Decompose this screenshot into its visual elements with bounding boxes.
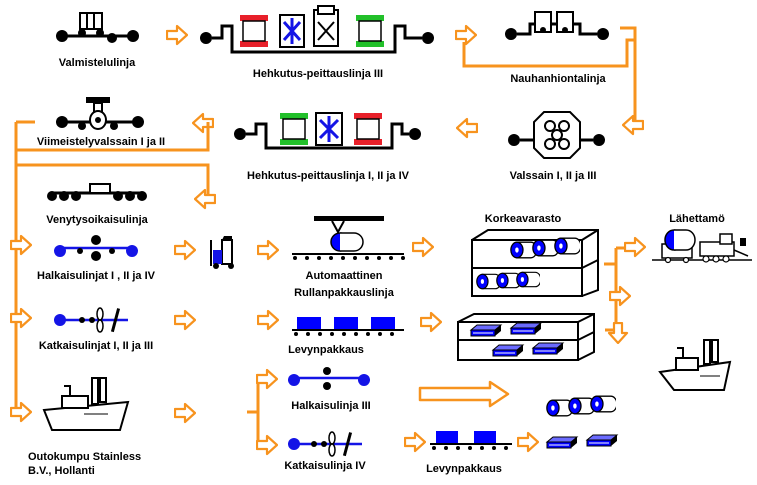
arrow-right-icon: [404, 431, 426, 453]
label-outokumpu-1: Outokumpu Stainless: [28, 451, 142, 463]
katkaisu-123-machine-icon: [54, 307, 128, 333]
arrow-right-icon: [256, 434, 278, 456]
label-katkaisu-123: Katkaisulinjat I, II ja III: [38, 340, 154, 352]
label-levynpakkaus-mid: Levynpakkaus: [288, 344, 364, 356]
arrow-right-icon: [257, 239, 279, 261]
arrow-right-icon: [257, 309, 279, 331]
sheet-stack-icon: [546, 436, 578, 449]
arrow-right-icon: [455, 24, 477, 46]
arrow-right-icon: [174, 309, 196, 331]
nauhanhionta-machine-icon: [505, 11, 609, 40]
arrow-right-icon: [412, 236, 434, 258]
rullanpakkaus-machine-icon: [292, 216, 405, 260]
katkaisu-4-machine-icon: [288, 431, 362, 457]
label-katkaisu-4: Katkaisulinja IV: [284, 460, 366, 472]
arrow-left-icon: [194, 188, 216, 210]
flow-line-right: [462, 26, 637, 123]
arrow-down-icon: [607, 322, 629, 344]
halkaisu-3-machine-icon: [288, 367, 370, 390]
hehkutus-124-machine-icon: [234, 112, 421, 150]
label-viimeistely: Viimeistelyvalssain I ja II: [36, 136, 166, 148]
valssain-machine-icon: [508, 111, 605, 159]
arrow-right-icon: [10, 401, 32, 423]
label-automaattinen: Automaattinen: [305, 270, 383, 282]
arrow-right-icon: [517, 431, 539, 453]
label-nauhanhionta: Nauhanhiontalinja: [510, 73, 606, 85]
ship-icon: [658, 339, 732, 391]
label-venytys: Venytysoikaisulinja: [46, 214, 148, 226]
long-arrow-right-icon: [418, 380, 510, 408]
halkaisu-124-machine-icon: [54, 235, 138, 261]
flow-line-left: [14, 120, 210, 412]
sheet-rack-icon: [457, 313, 595, 361]
sheet-stack-icon: [586, 434, 618, 447]
hehkutus-iii-machine-icon: [200, 5, 434, 54]
forklift-icon: [210, 236, 234, 269]
label-outokumpu-2: B.V., Hollanti: [28, 465, 95, 477]
label-valmistelulinja: Valmistelulinja: [58, 57, 136, 69]
label-rullanpakkaus: Rullanpakkauslinja: [294, 287, 394, 299]
levynpakkaus-machine-icon: [292, 317, 404, 336]
arrow-left-icon: [192, 112, 214, 134]
arrow-left-icon: [456, 117, 478, 139]
arrow-right-icon: [609, 285, 631, 307]
arrow-right-icon: [166, 24, 188, 46]
viimeistely-machine-icon: [56, 97, 144, 130]
sheet-stack-icon: [532, 342, 564, 355]
venytys-machine-icon: [47, 183, 147, 201]
flow-line-lower: [247, 378, 260, 445]
coil-icon: [590, 395, 616, 413]
sheet-stack-icon: [470, 324, 502, 337]
coil-icon: [554, 237, 580, 255]
arrow-right-icon: [10, 307, 32, 329]
label-korkeavarasto: Korkeavarasto: [484, 213, 562, 225]
arrow-right-icon: [174, 239, 196, 261]
coil-icon: [516, 271, 540, 288]
sheet-stack-icon: [510, 322, 542, 335]
arrow-right-icon: [624, 236, 646, 258]
arrow-right-icon: [10, 234, 32, 256]
arrow-right-icon: [174, 402, 196, 424]
train-icon: [652, 229, 752, 264]
label-halkaisu-124: Halkaisulinjat I , II ja IV: [37, 270, 155, 282]
arrow-right-icon: [420, 311, 442, 333]
levynpakkaus-lower-machine-icon: [430, 431, 512, 450]
ship-icon: [42, 377, 130, 431]
label-lahettamo: Lähettamö: [669, 213, 725, 225]
label-halkaisu-3: Halkaisulinja III: [291, 400, 371, 412]
arrow-left-icon: [622, 114, 644, 136]
sheet-stack-icon: [492, 344, 524, 357]
label-levynpakkaus-lower: Levynpakkaus: [426, 463, 502, 475]
label-hehkutus-iii: Hehkutus-peittauslinja III: [252, 68, 384, 80]
arrow-right-icon: [256, 368, 278, 390]
label-valssain: Valssain I, II ja III: [509, 170, 597, 182]
label-hehkutus-124: Hehkutus-peittauslinja I, II ja IV: [247, 170, 409, 182]
valmistelulinja-machine-icon: [56, 12, 139, 43]
